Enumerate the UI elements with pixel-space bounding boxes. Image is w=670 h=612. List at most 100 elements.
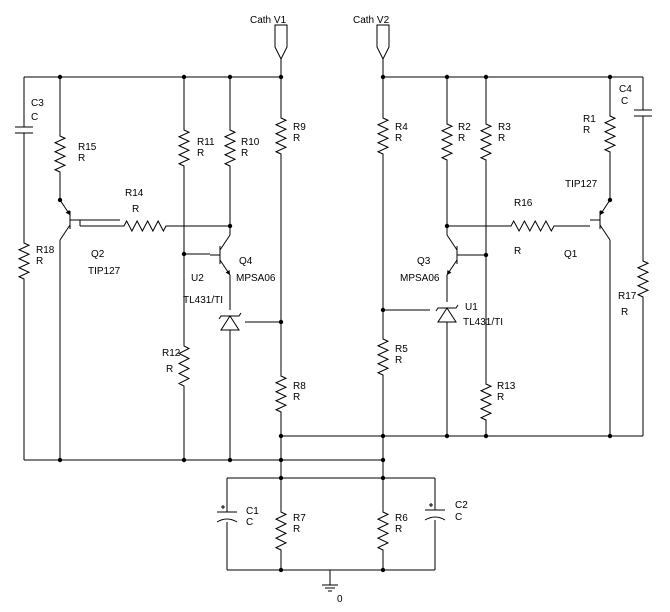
c1-capacitor — [216, 505, 238, 523]
q3-ref: Q3 — [417, 256, 431, 267]
u2-part: TL431/TI — [183, 295, 223, 306]
q4-transistor-emitter-arrow — [225, 270, 230, 275]
q2-transistor — [59, 199, 80, 241]
q2-ref: Q2 — [91, 249, 105, 260]
r12-resistor — [177, 340, 191, 392]
r18-value: R — [36, 256, 43, 267]
junction-dot — [181, 251, 187, 257]
r4-resistor — [376, 112, 390, 160]
ground-label: 0 — [337, 594, 343, 605]
u1-regulator-triangle — [437, 307, 457, 323]
u2-regulator-triangle — [220, 315, 240, 331]
q3-transistor-emitter-arrow — [447, 270, 452, 275]
r8-value: R — [293, 392, 300, 403]
cath-v2-port — [376, 24, 390, 61]
r13-value: R — [497, 392, 504, 403]
cath-v1-port — [274, 24, 288, 61]
r3-value: R — [498, 133, 505, 144]
r7-resistor-body — [274, 506, 288, 556]
q1-transistor — [590, 199, 611, 241]
r18-resistor — [17, 237, 31, 285]
c4-value: C — [621, 96, 628, 107]
r8-ref: R8 — [293, 381, 306, 392]
r2-resistor — [440, 118, 454, 166]
r14-value: R — [132, 204, 139, 215]
c1-capacitor-curved-plate — [216, 518, 238, 523]
c2-capacitor-curved-plate — [424, 516, 446, 521]
q3-transistor — [446, 234, 467, 276]
r1-value: R — [583, 125, 590, 136]
r7-ref: R7 — [293, 513, 306, 524]
r14-ref: R14 — [125, 188, 144, 199]
r16-resistor-body — [505, 219, 560, 233]
r9-ref: R9 — [293, 122, 306, 133]
r3-resistor — [479, 118, 493, 166]
r2-ref: R2 — [458, 122, 471, 133]
r7-resistor — [274, 506, 288, 556]
r11-ref: R11 — [197, 137, 215, 148]
r13-ref: R13 — [497, 381, 516, 392]
c2-capacitor — [424, 503, 446, 521]
r6-value: R — [395, 524, 402, 535]
r16-value: R — [514, 246, 521, 257]
r15-resistor-body — [53, 130, 67, 178]
r17-value: R — [621, 307, 628, 318]
r7-value: R — [293, 524, 300, 535]
r15-ref: R15 — [78, 142, 97, 153]
ground-symbol — [322, 584, 338, 592]
r12-ref: R12 — [162, 348, 181, 359]
r12-resistor-body — [177, 340, 191, 392]
r1-resistor-body — [603, 110, 617, 158]
c3-value: C — [31, 112, 38, 123]
c4-capacitor — [634, 109, 652, 117]
c4-ref: C4 — [619, 84, 632, 95]
q1-transistor-emitter-arrow — [600, 210, 605, 215]
r8-resistor-body — [274, 370, 288, 418]
labels: Cath V1 Cath V2 0 C3 C R18 R R15 R R14 R… — [31, 15, 637, 605]
r17-resistor — [636, 255, 650, 303]
r6-ref: R6 — [395, 513, 408, 524]
r13-resistor-body — [479, 378, 493, 426]
r2-resistor-body — [440, 118, 454, 166]
r5-resistor-body — [376, 333, 390, 381]
r15-resistor — [53, 130, 67, 178]
r5-value: R — [395, 355, 402, 366]
q3-transistor-collector — [446, 234, 458, 251]
r10-value: R — [241, 148, 248, 159]
r6-resistor — [376, 506, 390, 556]
q1-ref: Q1 — [564, 249, 578, 260]
r3-resistor-body — [479, 118, 493, 166]
r4-value: R — [395, 133, 402, 144]
u1-regulator — [435, 304, 459, 323]
junction-dot — [380, 307, 386, 313]
q4-transistor-collector — [219, 234, 231, 251]
r18-resistor-body — [17, 237, 31, 285]
components — [15, 24, 652, 592]
r4-ref: R4 — [395, 122, 408, 133]
r15-value: R — [78, 153, 85, 164]
q4-transistor — [210, 234, 231, 276]
r12-value: R — [166, 364, 173, 375]
r1-resistor — [603, 110, 617, 158]
q1-part: TIP127 — [565, 179, 598, 190]
u1-regulator-cathode — [435, 304, 459, 312]
port-label-cath-v2: Cath V2 — [353, 15, 390, 26]
junction-dot — [483, 252, 489, 258]
r9-resistor-body — [274, 112, 288, 160]
r13-resistor — [479, 378, 493, 426]
r2-value: R — [458, 133, 465, 144]
cath-v1-port-shape — [274, 24, 288, 61]
r11-resistor-body — [177, 124, 191, 172]
c3-capacitor — [15, 126, 33, 134]
r9-value: R — [293, 133, 300, 144]
q4-ref: Q4 — [239, 256, 253, 267]
c3-ref: C3 — [31, 98, 44, 109]
r10-resistor — [223, 124, 237, 172]
r18-ref: R18 — [36, 245, 55, 256]
q1-transistor-collector — [599, 224, 611, 241]
u2-ref: U2 — [191, 273, 204, 284]
r17-resistor-body — [636, 255, 650, 303]
q2-part: TIP127 — [88, 266, 121, 277]
q3-part: MPSA06 — [400, 273, 440, 284]
